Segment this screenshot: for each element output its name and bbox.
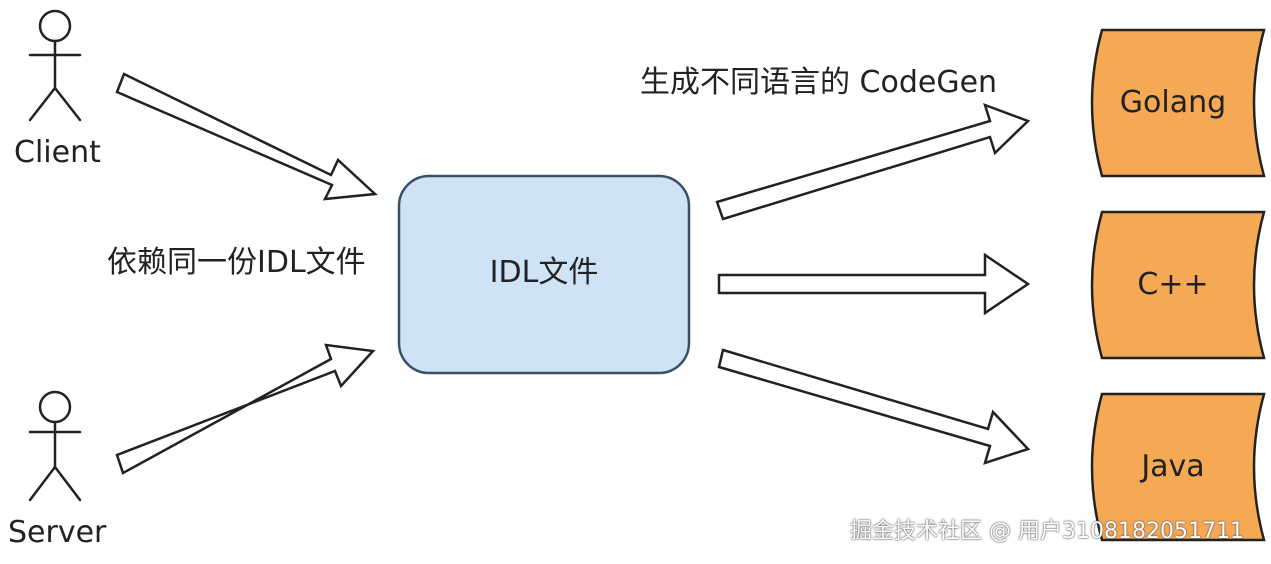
watermark-text: 掘金技术社区 @ 用户3108182051711: [850, 519, 1244, 544]
java-node-label: Java: [1141, 449, 1205, 484]
server-actor-icon: [28, 390, 82, 502]
client-actor-icon: [28, 9, 82, 122]
golang-node-label: Golang: [1119, 85, 1227, 120]
codegen-note: 生成不同语言的 CodeGen: [640, 65, 998, 100]
server-to-idl-arrow: [115, 343, 376, 475]
client-label: Client: [14, 135, 101, 170]
client-to-idl-arrow: [115, 72, 378, 201]
dependency-note: 依赖同一份IDL文件: [107, 245, 366, 280]
java-node-shape: [1090, 392, 1266, 542]
idl-to-cpp-arrow: [717, 252, 1031, 316]
idl-to-java-arrow: [717, 348, 1031, 465]
idl-node-box: [397, 174, 691, 375]
idl-to-golang-arrow: [715, 102, 1031, 221]
server-label: Server: [8, 515, 107, 550]
golang-node-shape: [1090, 28, 1266, 178]
cpp-node-shape: [1090, 210, 1266, 360]
idl-node-label: IDL文件: [489, 255, 599, 290]
cpp-node-label: C++: [1137, 267, 1209, 302]
